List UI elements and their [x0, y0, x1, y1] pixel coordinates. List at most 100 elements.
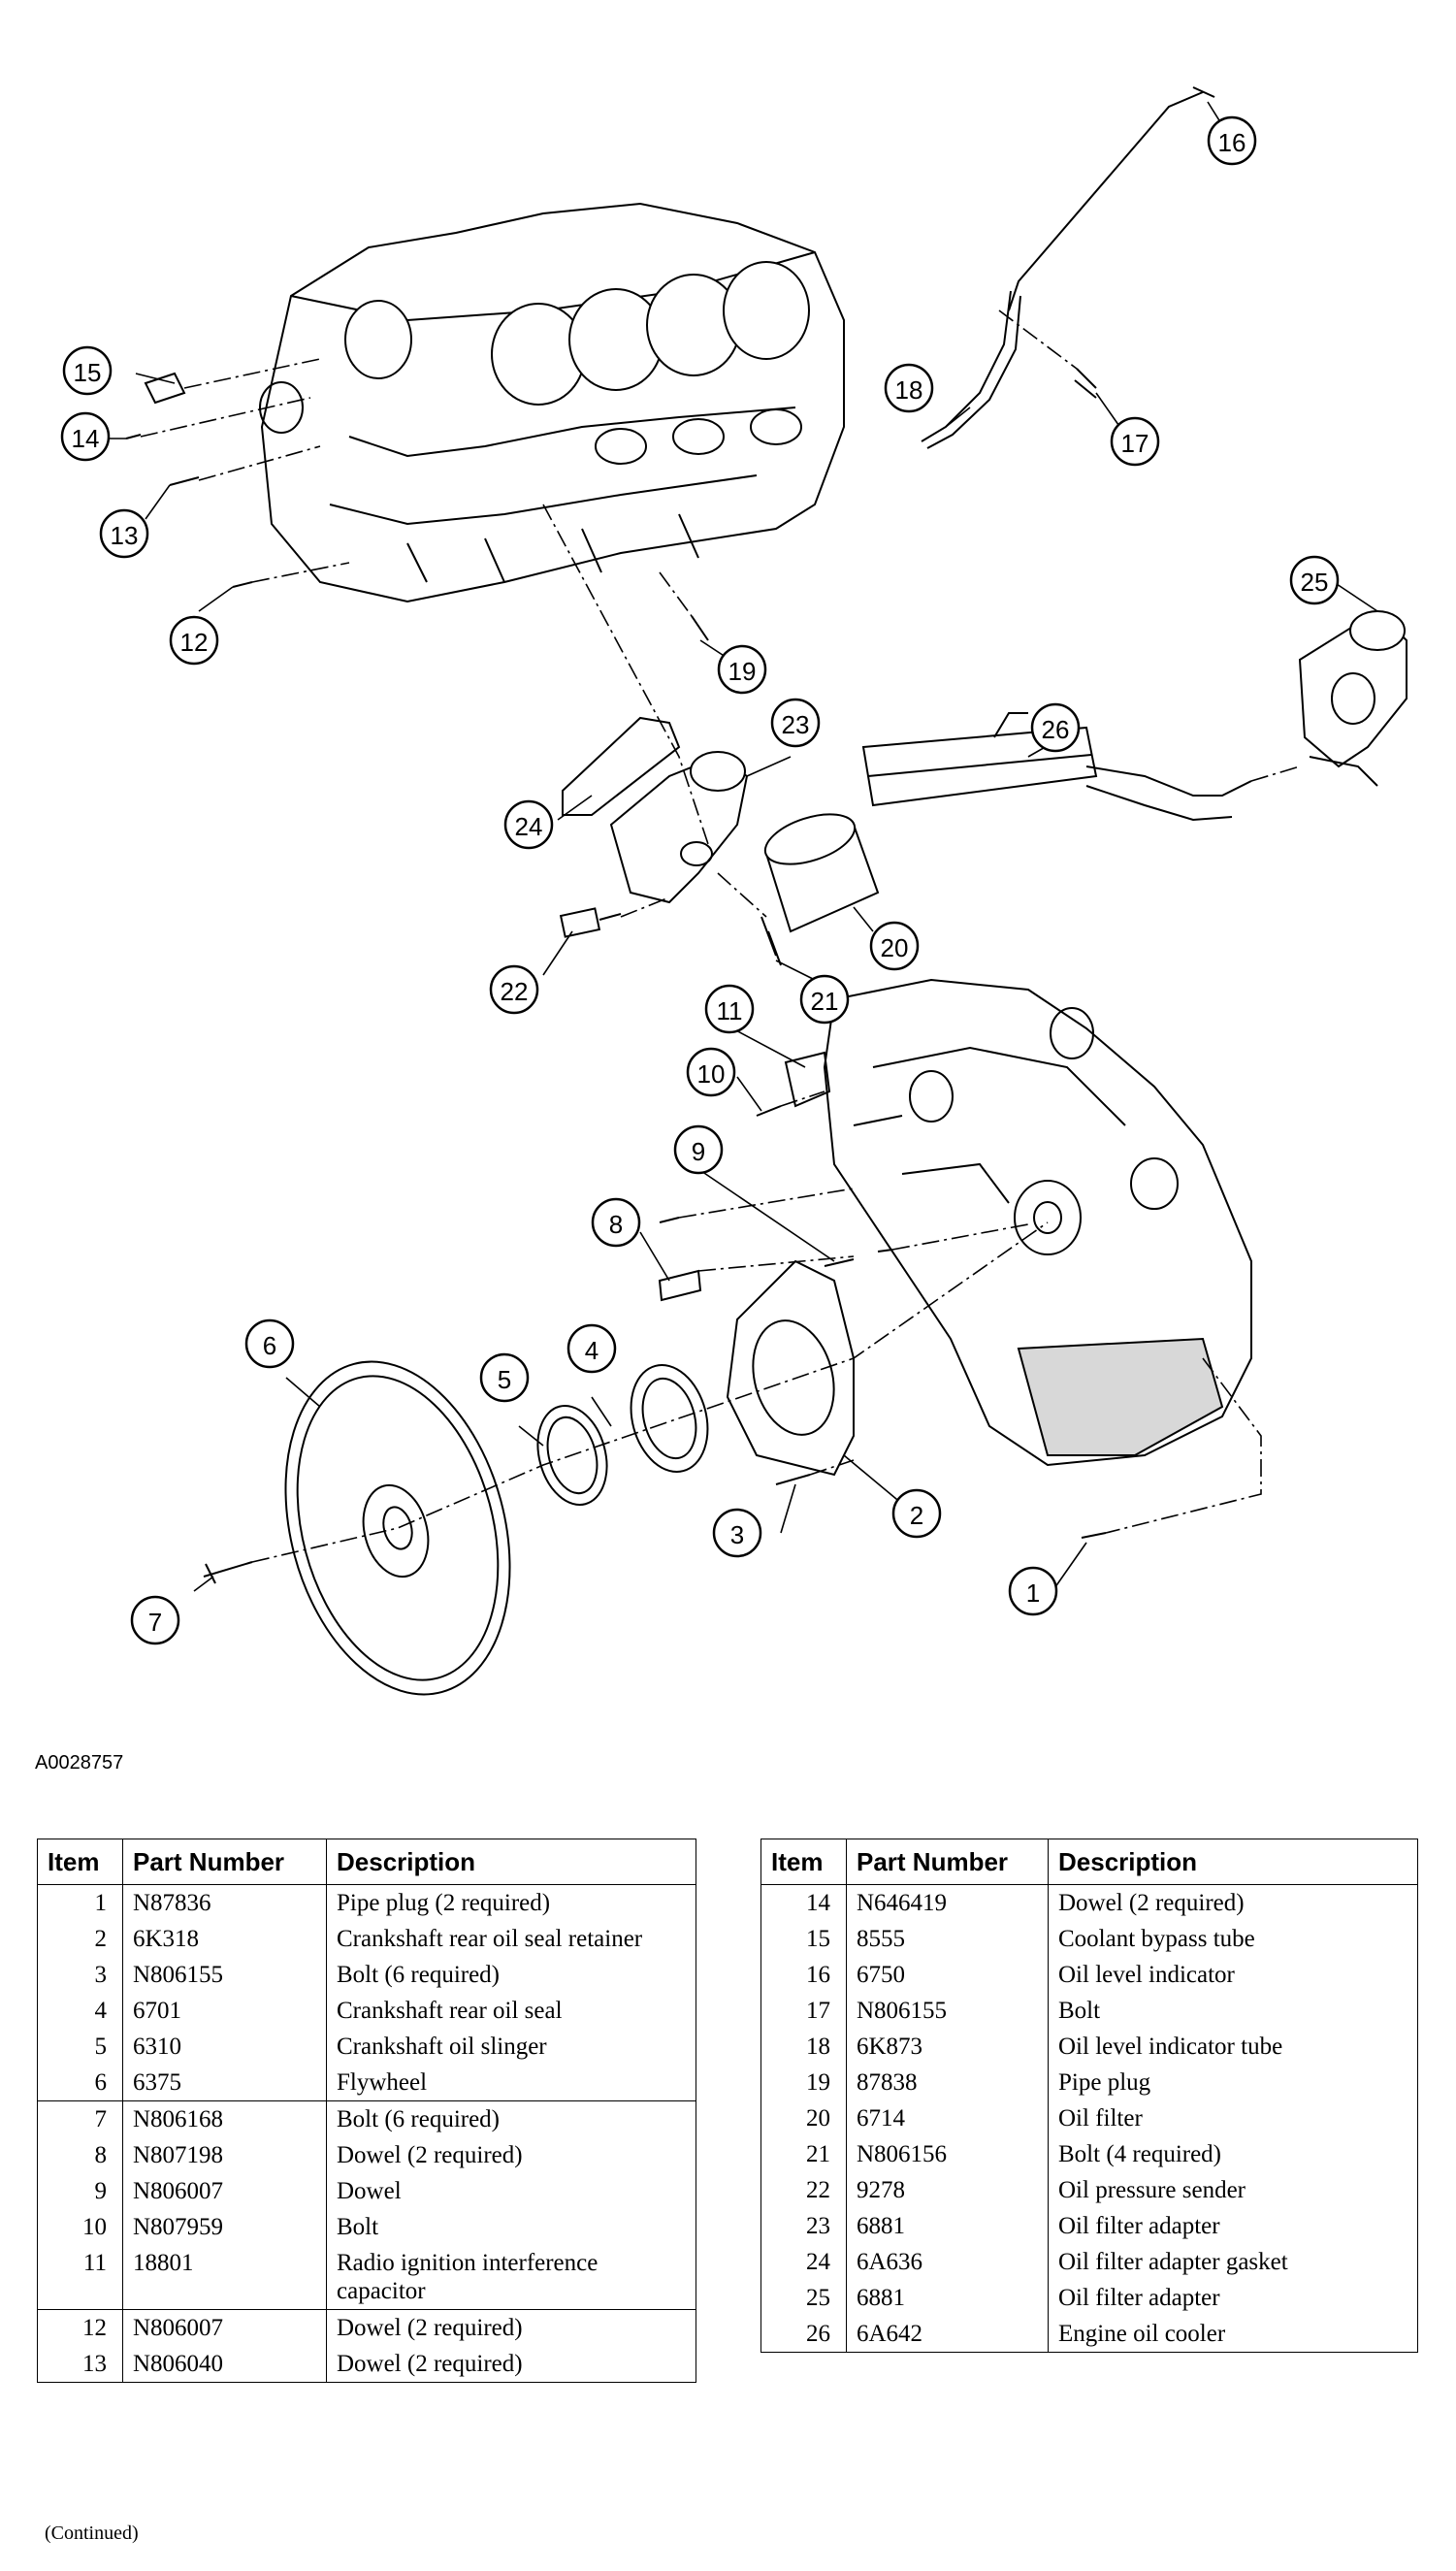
item-cell: 11	[37, 2245, 123, 2310]
description-cell: Coolant bypass tube	[1048, 1921, 1418, 1957]
description-cell: Crankshaft rear oil seal	[326, 1993, 696, 2029]
part-number-cell: 6K873	[846, 2029, 1049, 2065]
item-cell: 8	[37, 2137, 123, 2173]
callout-14: 14	[60, 411, 111, 462]
oil-level-indicator	[1008, 86, 1215, 311]
item-cell: 3	[37, 1957, 123, 1993]
callout-22: 22	[489, 964, 539, 1015]
description-cell: Oil filter adapter	[1048, 2208, 1418, 2244]
part-number-cell: 87838	[846, 2065, 1049, 2100]
description-cell: Bolt (6 required)	[326, 2100, 696, 2137]
pipe-plug-1-shape	[1081, 1532, 1107, 1539]
part-number-cell: 6A636	[846, 2244, 1049, 2280]
callout-label: 23	[782, 710, 810, 739]
part-number-cell: 6310	[122, 2029, 327, 2065]
description-cell: Radio ignition interference capacitor	[326, 2245, 696, 2310]
callout-label: 22	[501, 977, 529, 1006]
callout-label: 26	[1042, 715, 1070, 744]
oil-filter	[763, 813, 880, 933]
callout-9: 9	[673, 1124, 724, 1175]
header-part-number: Part Number	[846, 1839, 1049, 1885]
description-cell: Oil level indicator	[1048, 1957, 1418, 1993]
leader-lines	[105, 101, 1378, 1592]
callout-label: 21	[811, 987, 839, 1016]
callout-21: 21	[799, 974, 850, 1025]
item-cell: 4	[37, 1993, 123, 2029]
callout-8: 8	[591, 1197, 641, 1248]
header-item: Item	[760, 1839, 847, 1885]
flywheel	[284, 1360, 511, 1696]
dowel-8-small	[659, 1217, 680, 1223]
part-number-cell: 6714	[846, 2100, 1049, 2136]
item-cell: 5	[37, 2029, 123, 2065]
callout-18: 18	[884, 363, 934, 413]
part-number-cell: 6375	[122, 2065, 327, 2101]
part-number-cell: N806155	[122, 1957, 327, 1993]
callout-26: 26	[1030, 702, 1081, 753]
oil-filter-adapter	[609, 751, 749, 904]
description-cell: Dowel (2 required)	[326, 2137, 696, 2173]
callout-3: 3	[712, 1508, 762, 1558]
part-number-cell: N806168	[122, 2100, 327, 2137]
callout-1: 1	[1008, 1566, 1058, 1616]
description-cell: Oil filter adapter	[1048, 2280, 1418, 2316]
bolt-17-shape	[1074, 368, 1097, 399]
description-cell: Crankshaft oil slinger	[326, 2029, 696, 2065]
callout-25: 25	[1289, 555, 1340, 605]
item-cell: 1	[37, 1884, 123, 1921]
exploded-parts-diagram: 1 2 3 4 5 6 7 8 9 10 11 12 13 14 15 16 1…	[60, 86, 1407, 1696]
callout-label: 18	[895, 375, 923, 405]
callout-24: 24	[503, 799, 554, 850]
dowel-14-shape	[125, 434, 142, 439]
part-number-cell: N806040	[122, 2346, 327, 2383]
table-header-row: Item Part Number Description	[760, 1839, 1418, 1885]
bolt-10-shape	[756, 1105, 782, 1117]
callout-12: 12	[169, 615, 219, 666]
item-cell: 22	[760, 2172, 847, 2208]
dowel-8-shape	[658, 1269, 702, 1302]
description-cell: Oil filter	[1048, 2100, 1418, 2136]
item-cell: 20	[760, 2100, 847, 2136]
header-description: Description	[1048, 1839, 1418, 1885]
bolt-21-shape	[760, 916, 782, 966]
part-number-cell: N807959	[122, 2209, 327, 2245]
coolant-bypass-tube-shape	[144, 372, 186, 405]
part-number-cell: N87836	[122, 1884, 327, 1921]
callout-label: 19	[728, 657, 757, 686]
part-number-cell: N646419	[846, 1884, 1049, 1921]
item-cell: 9	[37, 2173, 123, 2209]
part-number-cell: 6A642	[846, 2316, 1049, 2353]
description-cell: Bolt (6 required)	[326, 1957, 696, 1993]
part-number-cell: 9278	[846, 2172, 1049, 2208]
bolt-3-shape	[775, 1474, 811, 1485]
description-cell: Dowel (2 required)	[1048, 1884, 1418, 1921]
figure-id: A0028757	[35, 1752, 124, 1774]
callout-label: 25	[1301, 568, 1329, 597]
oil-level-indicator-tube	[921, 290, 1021, 449]
dowel-9-shape	[824, 1249, 893, 1267]
description-cell: Flywheel	[326, 2065, 696, 2101]
callout-19: 19	[717, 644, 767, 695]
item-cell: 25	[760, 2280, 847, 2316]
callout-17: 17	[1110, 416, 1160, 467]
oil-filter-adapter-gasket	[562, 716, 681, 816]
description-cell: Dowel	[326, 2173, 696, 2209]
